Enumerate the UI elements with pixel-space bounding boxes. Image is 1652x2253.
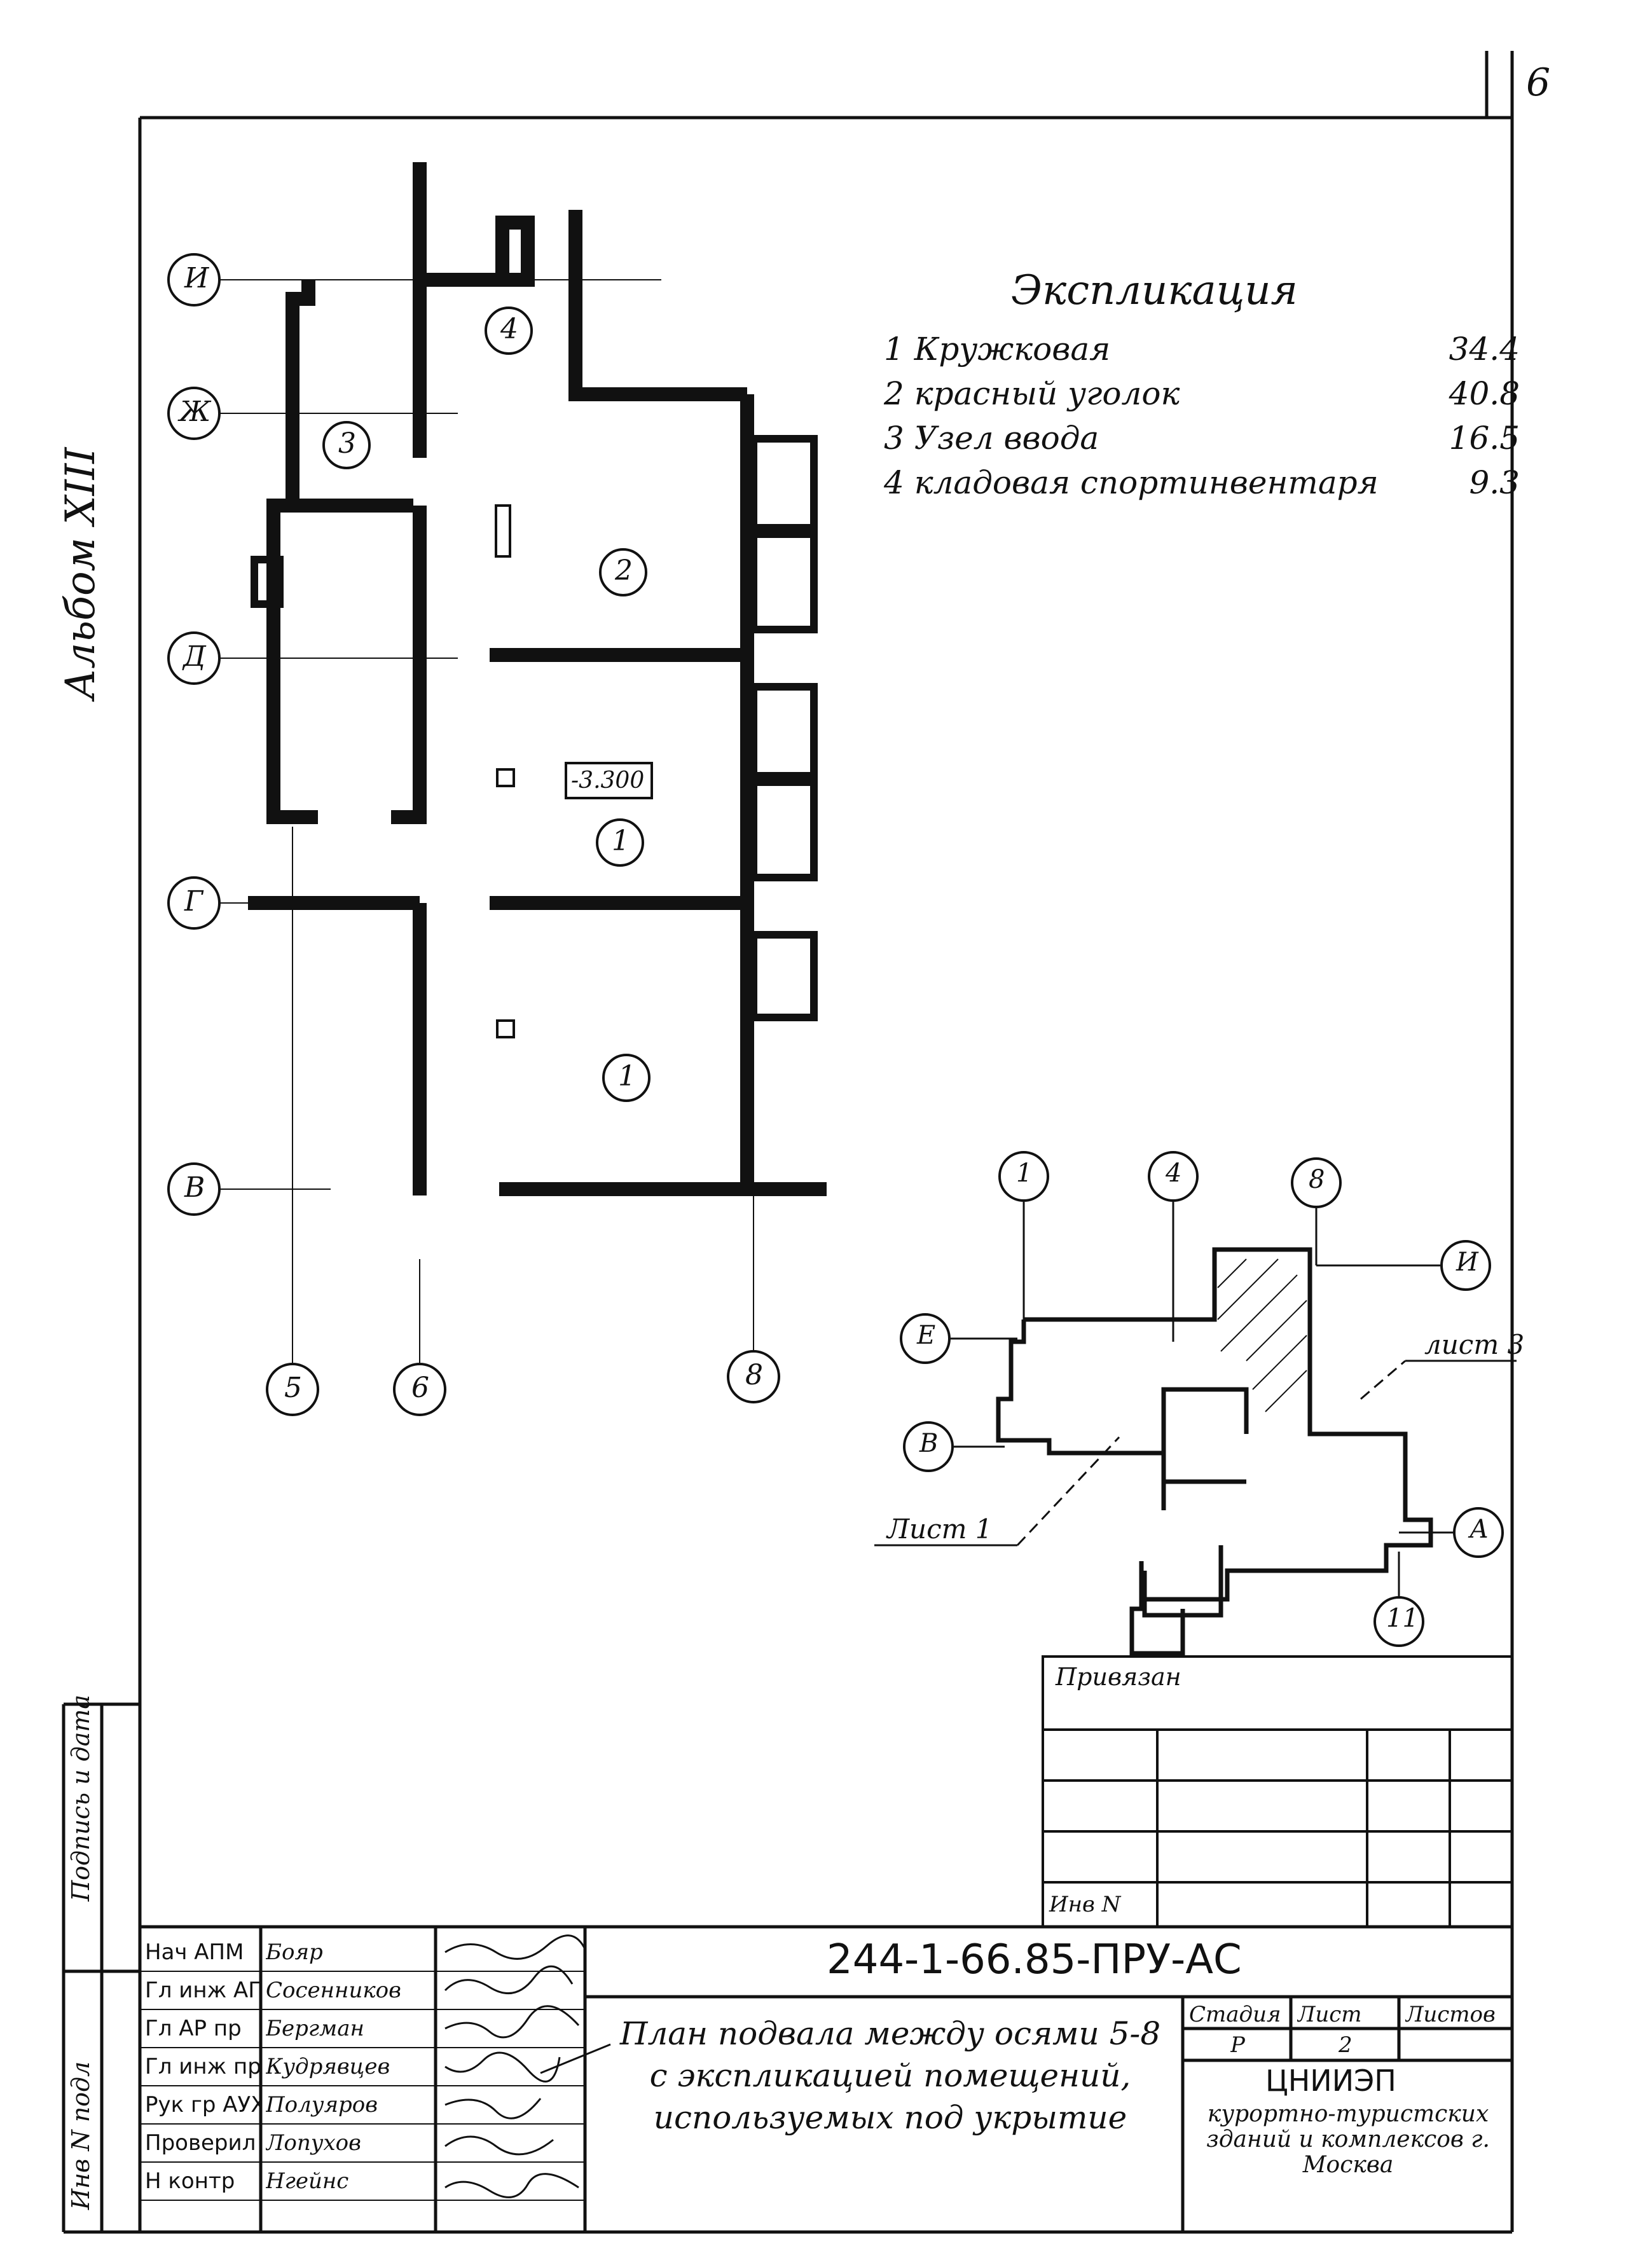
axis-label-i: И [184,262,209,294]
explication-row: 3 Узел ввода 16.5 [884,420,1520,464]
wall-top-left [286,280,413,513]
sheets-label: Листов [1405,2002,1496,2027]
wall-inner-left [391,506,427,824]
sheet-value: 2 [1339,2032,1353,2058]
explication-row: 4 кладовая спортинвентаря 9.3 [884,464,1520,509]
drawing-code: 244-1-66.85-ПРУ-АС [827,1936,1242,1983]
drawing-description: План подвала между осями 5-8 с экспликац… [619,2015,1161,2136]
role-cell: Гл инж пр [145,2054,259,2079]
floor-plan [248,162,827,1196]
org-name: ЦНИИЭП [1265,2064,1396,2098]
key-plan-leaders [874,1202,1517,1596]
key-sheet-1: Лист 1 [887,1513,993,1545]
wall-storage-right [568,210,747,401]
role-cell: Проверил [145,2130,256,2156]
explication-row: 1 Кружковая 34.4 [884,331,1520,375]
room-num: 1 [884,331,904,368]
axis-label-d: Д [183,640,206,673]
room-area: 40.8 [1449,375,1520,412]
room-number-2: 2 [615,555,633,587]
axis-label-g: Г [184,885,203,918]
signatures [444,1934,611,2198]
binding-inv: Инв N [1049,1892,1121,1917]
name-cell: Сосенников [266,1978,401,2003]
axis-label-8: 8 [745,1359,763,1391]
title-block-rows [140,1971,585,2201]
role-cell: Рук гр АУХ [145,2092,259,2118]
axis-label-zh: Ж [179,396,211,428]
name-cell: Лопухов [266,2130,361,2156]
room-area: 34.4 [1449,331,1520,368]
key-axis-8: 8 [1309,1165,1325,1194]
name-cell: Полуяров [266,2092,378,2118]
org-subtitle: курортно-туристских зданий и комплексов … [1206,2101,1490,2178]
wall-storage-top [420,216,535,287]
room-area: 9.3 [1469,464,1520,501]
album-label: Альбом XIII [57,447,104,699]
key-plan-bubbles [900,1151,1504,1647]
sheet-number: 6 [1526,60,1551,105]
name-cell: Бергман [266,2016,364,2041]
axis-label-6: 6 [411,1372,429,1404]
key-sheet-3: лист 3 [1424,1329,1525,1360]
room-name: кладовая спортинвентаря [914,464,1379,501]
stage-value: Р [1230,2032,1245,2058]
axis-label-5: 5 [284,1372,302,1404]
stage-label: Стадия [1189,2002,1281,2027]
binding-title: Привязан [1056,1663,1181,1691]
axis-bubbles [167,253,780,1416]
name-cell: Кудрявцев [266,2054,390,2079]
sheet-label: Лист [1297,2002,1362,2027]
role-cell: Нач АПМ [145,1940,244,1965]
columns [495,504,515,1038]
role-cell: Гл инж АПМ [145,1978,259,2003]
room-name: Узел ввода [914,420,1099,457]
key-axis-v: В [919,1429,939,1458]
explication-title: Экспликация [1011,267,1298,314]
name-cell: Нгейнс [266,2168,349,2194]
room-number-3: 3 [338,427,356,460]
room-name: Кружковая [914,331,1111,368]
room-number-1b: 1 [618,1060,636,1092]
role-cell: Гл АР пр [145,2016,242,2041]
key-axis-11: 11 [1386,1604,1419,1633]
explication-row: 2 красный уголок 40.8 [884,375,1520,420]
room-number-1a: 1 [612,825,630,857]
room-num: 3 [884,420,904,457]
elevation-box [565,762,653,799]
wall-left [266,499,318,824]
key-axis-1: 1 [1016,1159,1033,1188]
title-block [140,1925,1512,2232]
axis-lines [219,279,754,1367]
room-name: красный уголок [914,375,1180,412]
name-cell: Бояр [266,1940,323,1965]
key-axis-e: Е [917,1321,936,1350]
axis-label-v: В [184,1171,205,1204]
role-cell: Н контр [145,2168,235,2194]
side-stamp-signature: Подпись и дата [67,1694,95,1901]
elevation-mark: -3.300 [571,768,645,794]
room-num: 2 [884,375,904,412]
key-axis-4: 4 [1166,1159,1182,1188]
key-plan-hatch [1217,1258,1307,1412]
side-stamp-inventory: Инв N подл [67,2061,95,2210]
room-num: 4 [884,464,904,501]
room-area: 16.5 [1449,420,1520,457]
key-plan [996,1247,1433,1656]
room-number-4: 4 [500,313,518,345]
key-axis-i: И [1456,1248,1478,1277]
key-axis-a: А [1470,1515,1489,1544]
bays [251,435,818,1021]
binding-box [1042,1655,1513,1928]
